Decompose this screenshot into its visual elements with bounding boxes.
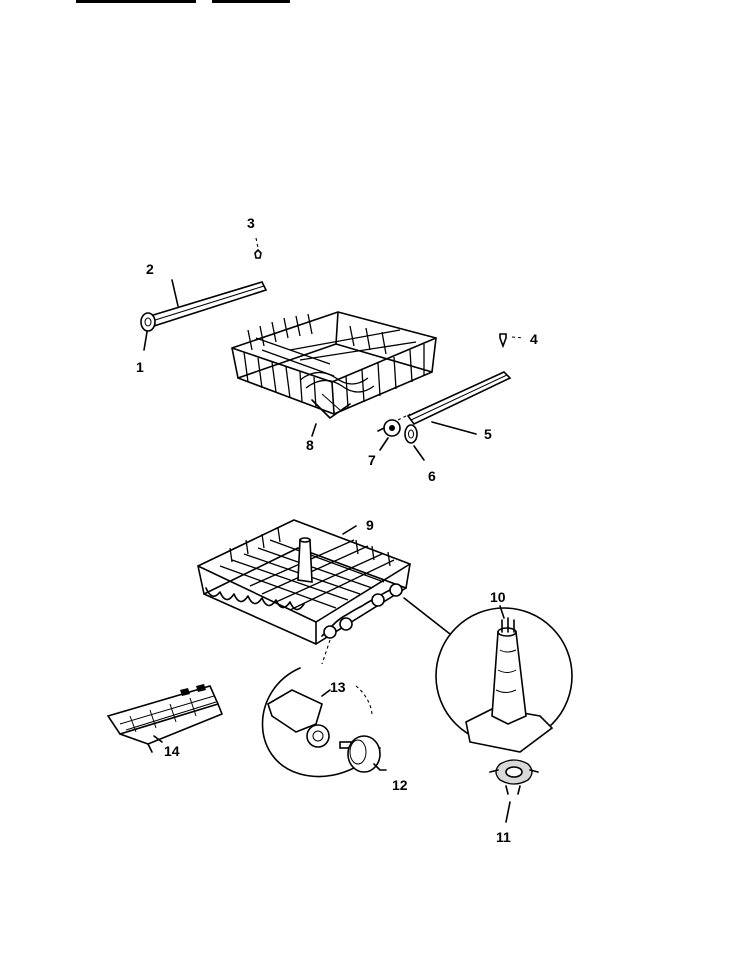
callout-labels: 1 2 3 4 5 6 7 8 9 10 11 12 13 14 <box>136 215 538 845</box>
part-12-wheel <box>339 735 387 773</box>
callout-14: 14 <box>164 743 180 759</box>
callout-1: 1 <box>136 359 144 375</box>
callout-3: 3 <box>247 215 255 231</box>
header-fragment <box>76 0 290 3</box>
callout-11: 11 <box>496 829 511 845</box>
callout-8: 8 <box>306 437 314 453</box>
callout-7: 7 <box>368 452 376 468</box>
part-5-right-rail <box>406 371 512 435</box>
part-3-screw <box>254 237 262 259</box>
part-8-upper-rack <box>231 311 437 437</box>
part-4-rail-stop <box>499 333 525 349</box>
callout-5: 5 <box>484 426 492 442</box>
part-9-lower-rack <box>197 519 411 645</box>
part-2-left-rail <box>148 279 268 327</box>
callout-9: 9 <box>366 517 374 533</box>
callout-13: 13 <box>330 679 346 695</box>
callout-12: 12 <box>392 777 408 793</box>
part-10-support-tower <box>465 605 554 753</box>
part-13-wheel-bracket <box>267 689 331 748</box>
part-1-end-cap <box>140 312 156 351</box>
part-11-ring-clip <box>489 759 539 823</box>
part-6-end-cap <box>404 424 425 461</box>
callout-2: 2 <box>146 261 154 277</box>
part-14-silverware-basket <box>106 684 223 753</box>
part-7-wheel <box>377 413 411 451</box>
callout-6: 6 <box>428 468 436 484</box>
callout-4: 4 <box>530 331 538 347</box>
callout-10: 10 <box>490 589 506 605</box>
